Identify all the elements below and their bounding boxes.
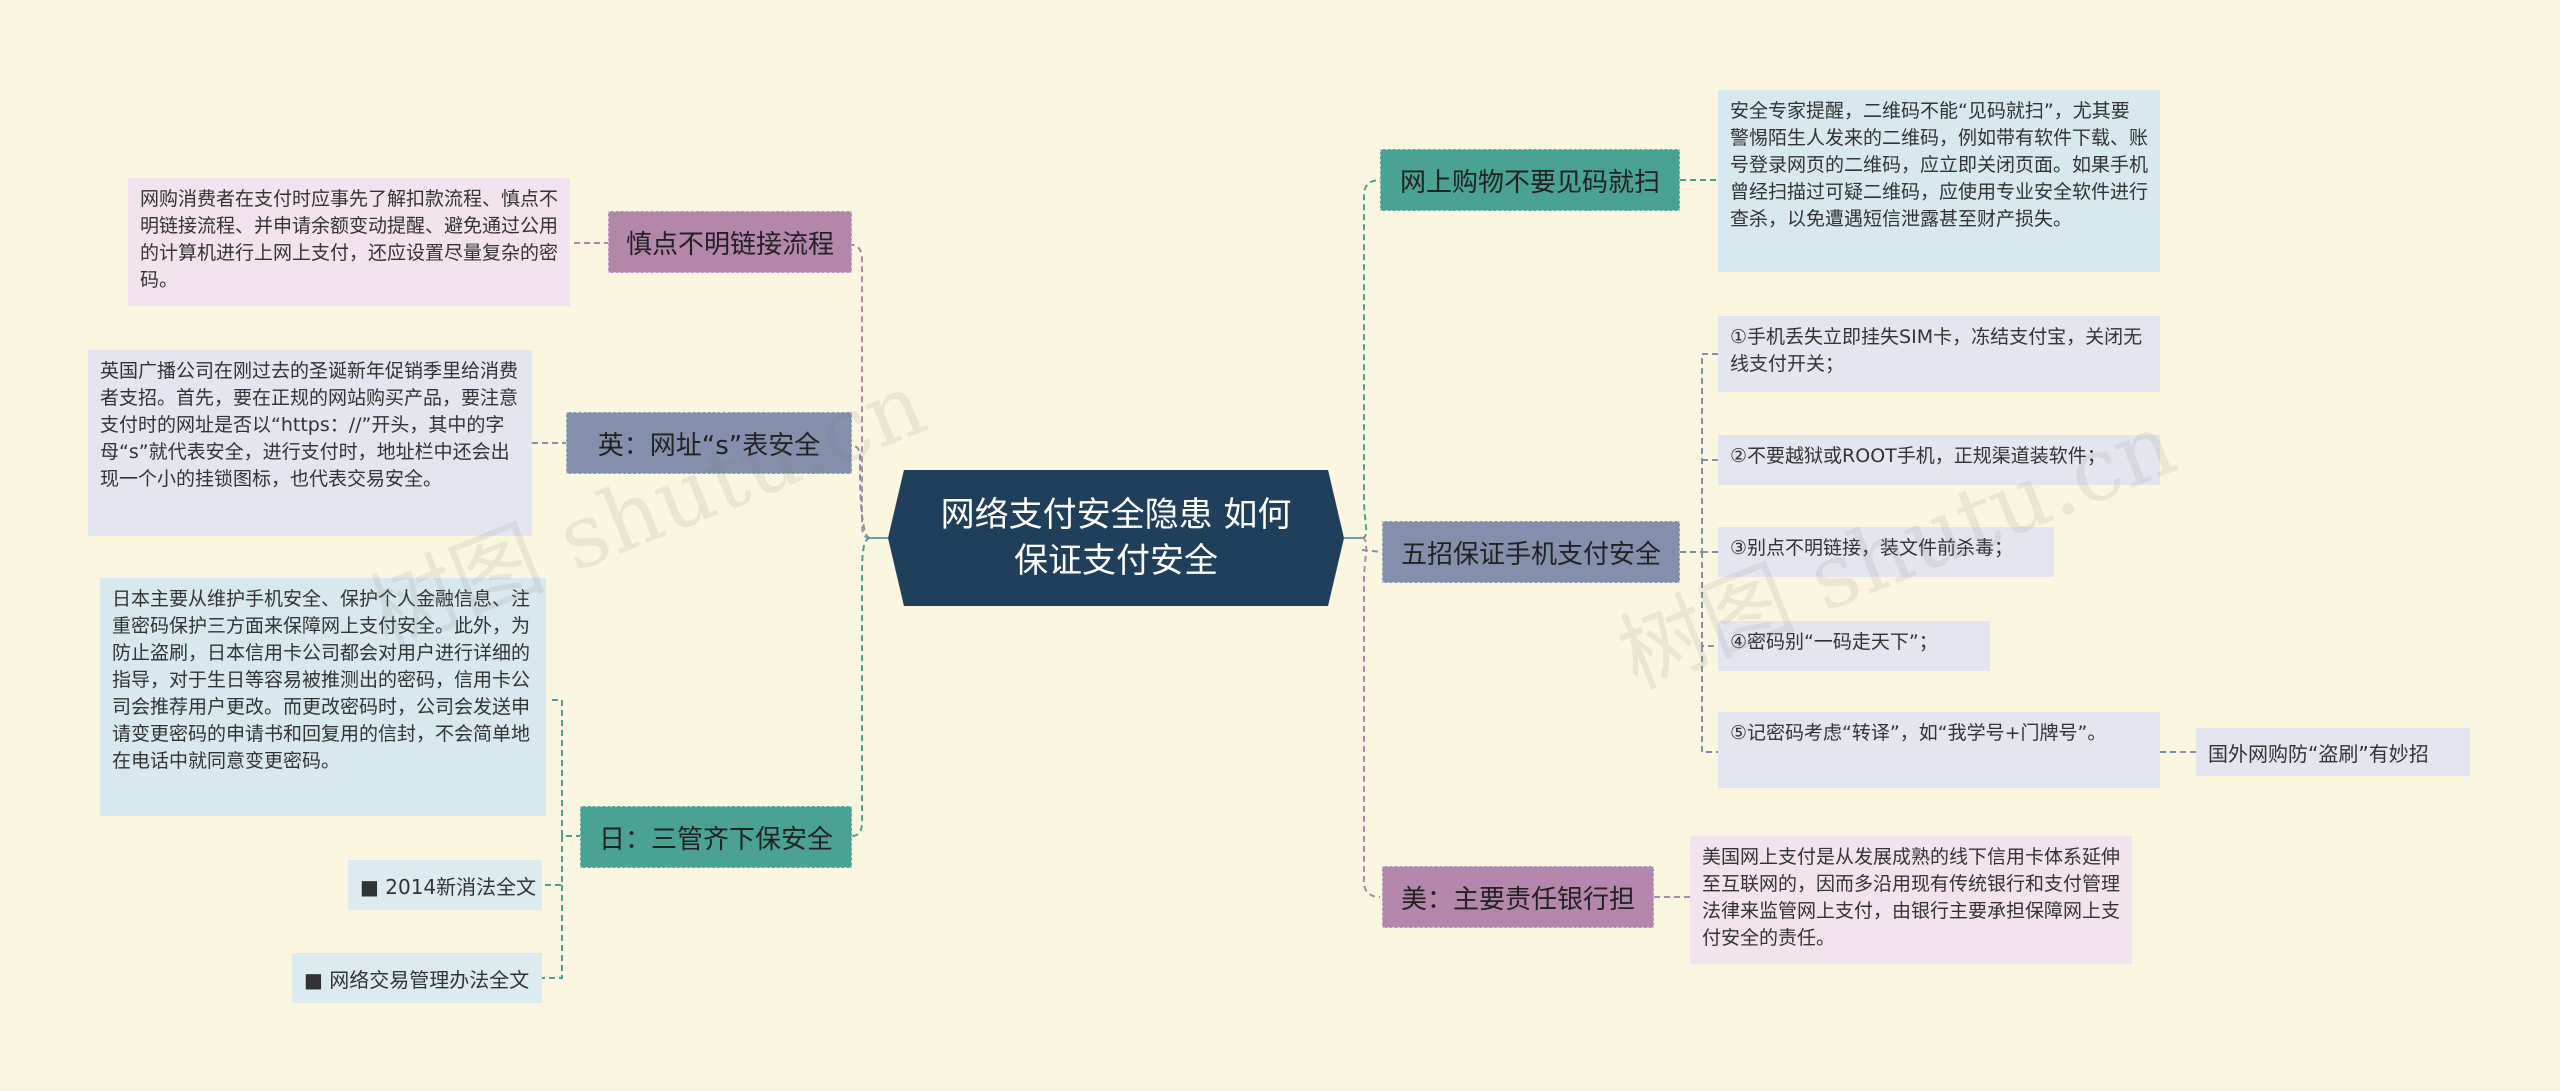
topic-usa-bank-label: 美：主要责任银行担	[1400, 884, 1635, 915]
link-online-trading-rules-label: ■ 网络交易管理办法全文	[304, 967, 530, 992]
tip-item-1-text: ①手机丢失立即挂失SIM卡，冻结支付宝，关闭无线支付开关；	[1730, 326, 2143, 375]
tip-item-2-text: ②不要越狱或ROOT手机，正规渠道装软件；	[1730, 445, 2106, 467]
topic-five-tips[interactable]: 五招保证手机支付安全	[1382, 521, 1680, 583]
topic-uk-https-label: 英：网址“s”表安全	[597, 430, 821, 461]
topic-caution-links[interactable]: 慎点不明链接流程	[608, 211, 852, 273]
topic-five-tips-label: 五招保证手机支付安全	[1400, 539, 1661, 570]
central-topic-label: 网络支付安全隐患 如何保证支付安全	[940, 495, 1292, 581]
topic-qr-code[interactable]: 网上购物不要见码就扫	[1380, 149, 1680, 211]
detail-qr-code-text: 安全专家提醒，二维码不能“见码就扫”，尤其要警惕陌生人发来的二维码，例如带有软件…	[1730, 100, 2149, 230]
detail-qr-code[interactable]: 安全专家提醒，二维码不能“见码就扫”，尤其要警惕陌生人发来的二维码，例如带有软件…	[1718, 90, 2160, 272]
topic-usa-bank[interactable]: 美：主要责任银行担	[1382, 866, 1654, 928]
tip-item-3-text: ③别点不明链接，装文件前杀毒；	[1730, 537, 2014, 559]
link-consumer-law-2014-label: ■ 2014新消法全文	[360, 874, 537, 899]
detail-caution-links[interactable]: 网购消费者在支付时应事先了解扣款流程、慎点不明链接流程、并申请余额变动提醒、避免…	[128, 178, 570, 306]
detail-caution-links-text: 网购消费者在支付时应事先了解扣款流程、慎点不明链接流程、并申请余额变动提醒、避免…	[140, 188, 559, 291]
detail-usa-bank-text: 美国网上支付是从发展成熟的线下信用卡体系延伸至互联网的，因而多沿用现有传统银行和…	[1702, 846, 2121, 949]
topic-japan-security[interactable]: 日：三管齐下保安全	[580, 806, 852, 868]
detail-japan-security-text: 日本主要从维护手机安全、保护个人金融信息、注重密码保护三方面来保障网上支付安全。…	[112, 588, 531, 772]
detail-uk-https[interactable]: 英国广播公司在刚过去的圣诞新年促销季里给消费者支招。首先，要在正规的网站购买产品…	[88, 350, 532, 536]
topic-qr-code-label: 网上购物不要见码就扫	[1399, 167, 1660, 198]
detail-uk-https-text: 英国广播公司在刚过去的圣诞新年促销季里给消费者支招。首先，要在正规的网站购买产品…	[100, 360, 519, 490]
link-online-trading-rules[interactable]: ■ 网络交易管理办法全文	[292, 953, 542, 1003]
tip-item-2[interactable]: ②不要越狱或ROOT手机，正规渠道装软件；	[1718, 435, 2160, 485]
detail-japan-security[interactable]: 日本主要从维护手机安全、保护个人金融信息、注重密码保护三方面来保障网上支付安全。…	[100, 578, 546, 816]
topic-caution-links-label: 慎点不明链接流程	[625, 229, 834, 260]
detail-usa-bank[interactable]: 美国网上支付是从发展成熟的线下信用卡体系延伸至互联网的，因而多沿用现有传统银行和…	[1690, 836, 2132, 964]
link-consumer-law-2014[interactable]: ■ 2014新消法全文	[348, 860, 542, 910]
tip-item-3[interactable]: ③别点不明链接，装文件前杀毒；	[1718, 527, 2054, 577]
central-topic[interactable]: 网络支付安全隐患 如何保证支付安全	[888, 470, 1344, 606]
tip-item-5-text: ⑤记密码考虑“转译”，如“我学号+门牌号”。	[1730, 722, 2107, 744]
tip-item-4-text: ④密码别“一码走天下”；	[1730, 631, 1938, 653]
tip-item-1[interactable]: ①手机丢失立即挂失SIM卡，冻结支付宝，关闭无线支付开关；	[1718, 316, 2160, 392]
topic-uk-https[interactable]: 英：网址“s”表安全	[566, 412, 852, 474]
tip-extra-link[interactable]: 国外网购防“盗刷”有妙招	[2196, 728, 2470, 776]
tip-item-5[interactable]: ⑤记密码考虑“转译”，如“我学号+门牌号”。	[1718, 712, 2160, 788]
tip-extra-link-label: 国外网购防“盗刷”有妙招	[2208, 741, 2429, 766]
topic-japan-security-label: 日：三管齐下保安全	[598, 824, 833, 855]
tip-item-4[interactable]: ④密码别“一码走天下”；	[1718, 621, 1990, 671]
